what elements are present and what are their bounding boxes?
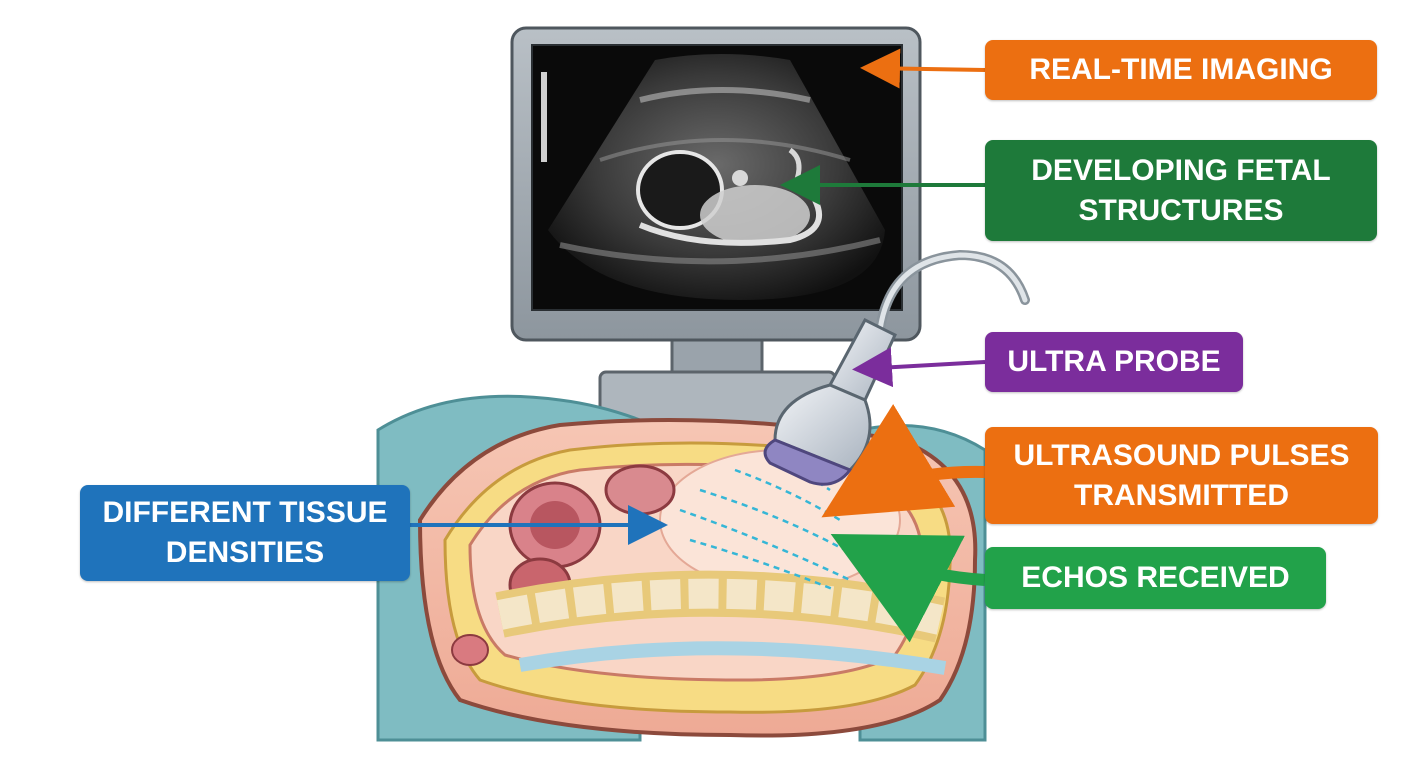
label-line: DENSITIES xyxy=(165,536,325,569)
label-line: ULTRASOUND PULSES xyxy=(1013,438,1350,472)
abdomen-cross-section xyxy=(417,418,978,738)
arrow-realtime xyxy=(860,48,986,89)
fetus-silhouette xyxy=(636,147,822,246)
arrow-probe xyxy=(852,347,986,388)
label-line: REAL-TIME IMAGING xyxy=(1029,53,1333,86)
organ-2 xyxy=(604,464,676,516)
label-real-time-imaging: REAL-TIME IMAGING xyxy=(985,40,1377,100)
label-different-tissue-densities: DIFFERENT TISSUE DENSITIES xyxy=(80,485,410,581)
label-line: TRANSMITTED xyxy=(1074,478,1289,512)
label-developing-fetal-structures: DEVELOPING FETAL STRUCTURES xyxy=(985,140,1377,241)
label-line: ECHOS RECEIVED xyxy=(1021,561,1290,594)
label-echos-received: ECHOS RECEIVED xyxy=(985,547,1326,609)
label-line: DIFFERENT TISSUE xyxy=(102,496,388,529)
arrow-echos xyxy=(830,533,986,643)
label-ultra-probe: ULTRA PROBE xyxy=(985,332,1243,392)
label-line: ULTRA PROBE xyxy=(1007,345,1221,378)
label-ultrasound-pulses-transmitted: ULTRASOUND PULSES TRANSMITTED xyxy=(985,427,1378,524)
label-line: STRUCTURES xyxy=(1078,193,1284,227)
ultrasound-monitor xyxy=(510,26,922,342)
label-line: DEVELOPING FETAL xyxy=(1031,153,1331,187)
arrow-pulses xyxy=(821,404,986,518)
